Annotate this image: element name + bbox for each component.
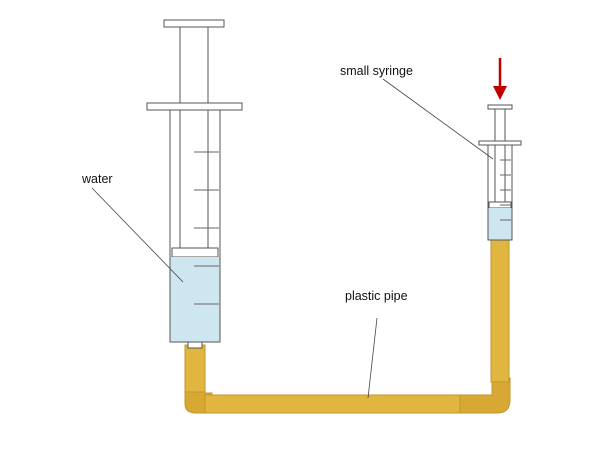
- small-syringe-label: small syringe: [340, 64, 413, 78]
- large-syringe-water: [170, 257, 220, 342]
- pipe-left-vertical: [184, 344, 206, 398]
- water-label: water: [81, 172, 113, 186]
- large-plunger-top: [163, 19, 225, 28]
- leader-lines: [91, 78, 494, 399]
- large-barrel-graduations: [194, 151, 219, 305]
- plastic-pipe-leader-line: [367, 317, 378, 399]
- large-nozzle: [187, 341, 203, 349]
- small-syringe-water: [488, 208, 512, 240]
- plastic-pipe: [184, 239, 511, 414]
- pipe-right-elbow: [459, 377, 511, 414]
- large-finger-flange: [146, 102, 243, 111]
- small-syringe: [478, 104, 522, 241]
- pipe-horizontal: [204, 394, 476, 414]
- small-syringe-leader-line: [382, 78, 494, 160]
- large-plunger-rod: [179, 26, 209, 253]
- large-syringe: [146, 19, 243, 349]
- plastic-pipe-label: plastic pipe: [345, 289, 408, 303]
- small-barrel-graduations: [500, 159, 511, 221]
- small-finger-flange: [478, 140, 522, 146]
- small-plunger-top: [487, 104, 513, 110]
- water-leader-line: [91, 187, 184, 283]
- push-arrow: [493, 58, 507, 100]
- large-plunger-seal: [171, 247, 219, 258]
- pipe-right-vertical: [490, 239, 510, 383]
